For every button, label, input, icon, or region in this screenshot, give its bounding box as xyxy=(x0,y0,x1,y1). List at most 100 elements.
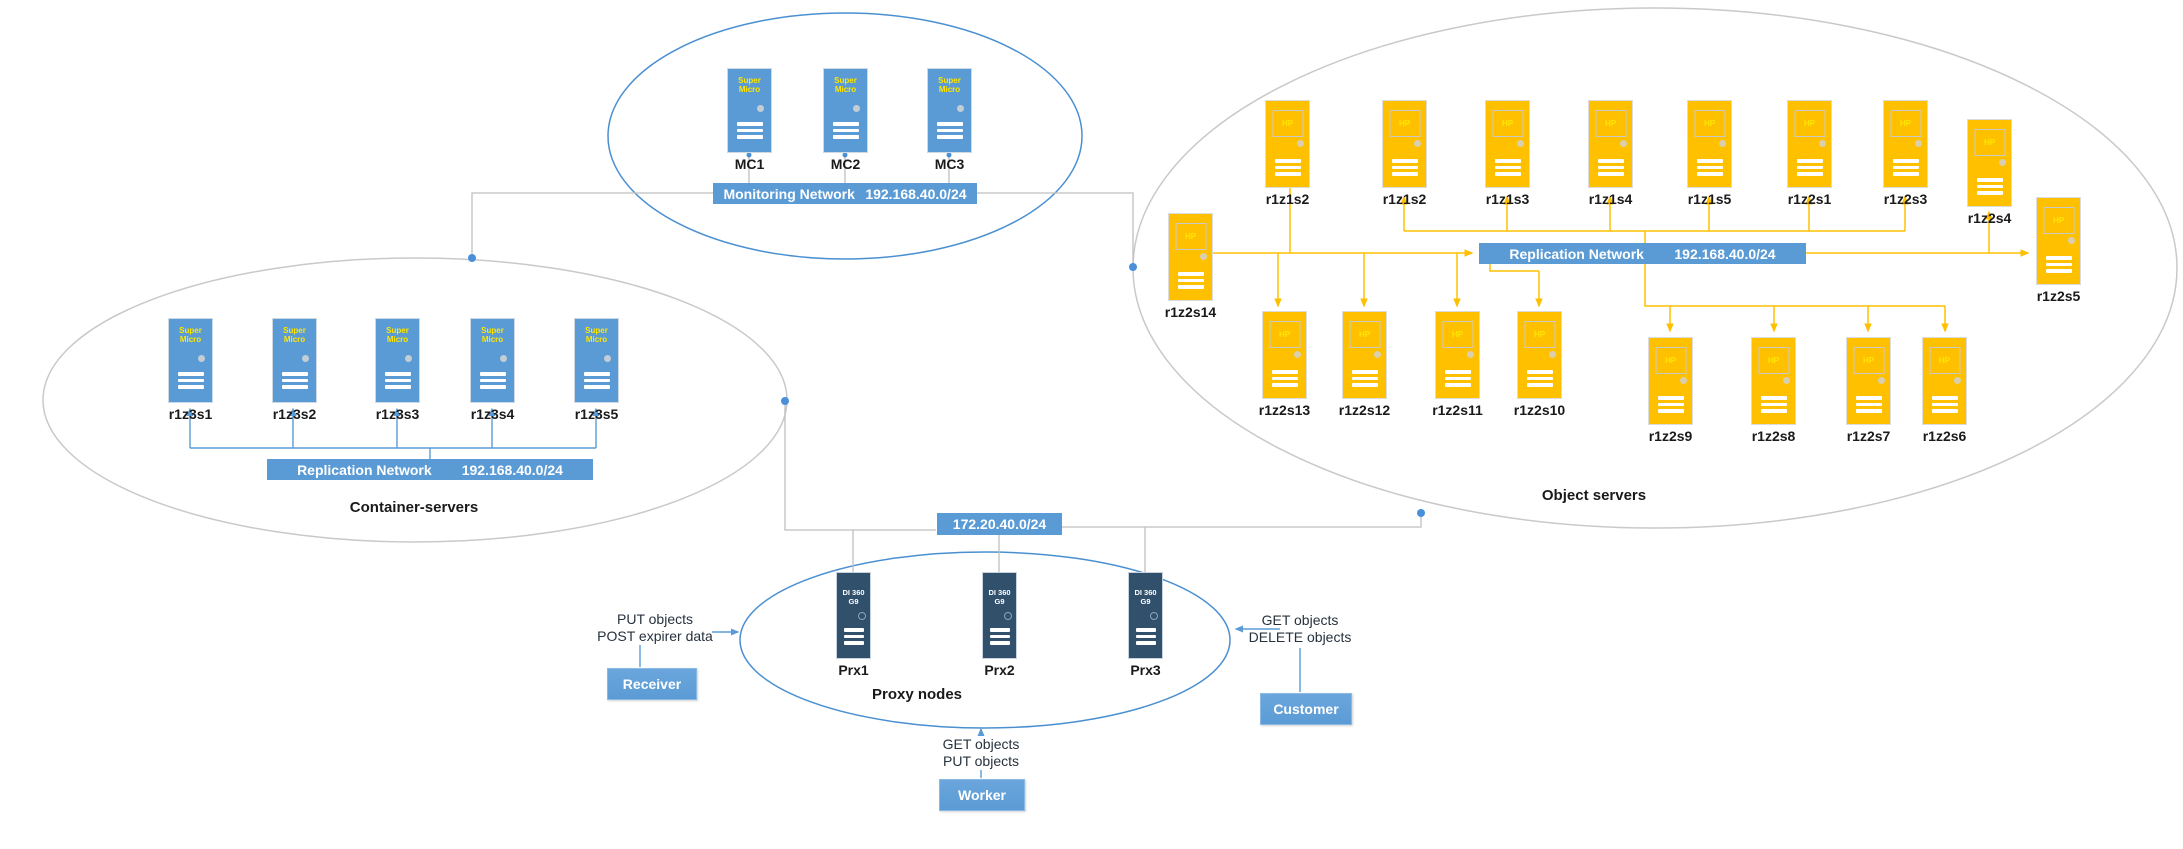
power-led-icon xyxy=(1374,351,1381,358)
monitoring-network-ellipse xyxy=(607,12,1083,260)
drive-bays-icon xyxy=(1796,156,1823,179)
power-led-icon xyxy=(1150,612,1158,620)
hp-brand-text: HP xyxy=(1501,119,1514,128)
server-chassis: HP xyxy=(1846,337,1891,425)
power-led-icon xyxy=(1200,253,1207,260)
power-led-icon xyxy=(1680,377,1687,384)
object-servers-node-r1z1s3: HP r1z1s3 xyxy=(1485,100,1530,207)
receiver-box: Receiver xyxy=(607,668,697,700)
server-label: MC1 xyxy=(734,156,765,172)
server-chassis: HP xyxy=(1262,311,1307,399)
drive-bays-icon xyxy=(1855,393,1882,416)
drive-bays-icon xyxy=(1892,156,1919,179)
power-led-icon xyxy=(1517,140,1524,147)
server-chassis: HP xyxy=(1168,213,1213,301)
server-chassis: HP xyxy=(1485,100,1530,188)
power-led-icon xyxy=(1819,140,1826,147)
object-servers-node-r1z2s14: HP r1z2s14 xyxy=(1165,213,1216,320)
drive-bays-icon xyxy=(1760,393,1787,416)
server-chassis: HP xyxy=(2036,197,2081,285)
server-chassis: HP xyxy=(1342,311,1387,399)
power-led-icon xyxy=(1414,140,1421,147)
object-title: Object servers xyxy=(1541,487,1647,504)
object-servers-node-r1z1s5: HP r1z1s5 xyxy=(1687,100,1732,207)
object-servers-ellipse xyxy=(1132,7,2178,529)
hp-badge-icon: HP xyxy=(1655,347,1686,374)
hp-badge-icon: HP xyxy=(1694,110,1725,137)
server-label: r1z2s14 xyxy=(1164,304,1217,320)
drive-bays-icon xyxy=(583,369,610,392)
power-led-icon xyxy=(198,355,205,362)
hp-brand-text: HP xyxy=(1767,356,1780,365)
power-led-icon xyxy=(1549,351,1556,358)
hp-brand-text: HP xyxy=(1664,356,1677,365)
object-servers-node-r1z2s13: HP r1z2s13 xyxy=(1259,311,1310,418)
actor-arrows xyxy=(639,625,1301,778)
server-label: r1z2s5 xyxy=(2036,288,2081,304)
server-label: Prx2 xyxy=(984,662,1015,678)
power-led-icon xyxy=(853,105,860,112)
object-servers-node-r1z1s2: HP r1z1s2 xyxy=(1265,100,1310,207)
power-led-icon xyxy=(957,105,964,112)
server-label: r1z2s3 xyxy=(1883,191,1928,207)
hp-badge-icon: HP xyxy=(1929,347,1960,374)
hp-brand-text: HP xyxy=(1803,119,1816,128)
server-label: Prx3 xyxy=(1130,662,1161,678)
power-led-icon xyxy=(604,355,611,362)
hp-badge-icon: HP xyxy=(1890,110,1921,137)
power-led-icon xyxy=(1719,140,1726,147)
hp-badge-icon: HP xyxy=(1974,129,2005,156)
gray-connectors xyxy=(471,156,1422,585)
container-title: Container-servers xyxy=(349,499,479,516)
proxy-nodes-ellipse xyxy=(739,551,1231,729)
hp-badge-icon: HP xyxy=(1524,321,1555,348)
drive-bays-icon xyxy=(1271,367,1298,390)
hp-brand-text: HP xyxy=(1899,119,1912,128)
object-servers-node-r1z2s12: HP r1z2s12 xyxy=(1339,311,1390,418)
power-led-icon xyxy=(1878,377,1885,384)
drive-bays-icon xyxy=(1494,156,1521,179)
object-servers-node-r1z2s1: HP r1z2s1 xyxy=(1787,100,1832,207)
object-servers-node-r1z2s7: HP r1z2s7 xyxy=(1846,337,1891,444)
hp-brand-text: HP xyxy=(1358,330,1371,339)
server-chassis: HP xyxy=(1787,100,1832,188)
hp-brand-text: HP xyxy=(1451,330,1464,339)
server-label: r1z2s13 xyxy=(1258,402,1311,418)
power-led-icon xyxy=(1783,377,1790,384)
hp-badge-icon: HP xyxy=(1853,347,1884,374)
object-servers-node-r1z2s8: HP r1z2s8 xyxy=(1751,337,1796,444)
hp-badge-icon: HP xyxy=(1272,110,1303,137)
server-chassis: HP xyxy=(1648,337,1693,425)
hp-badge-icon: HP xyxy=(1389,110,1420,137)
drive-bays-icon xyxy=(1444,367,1471,390)
proxy-title: Proxy nodes xyxy=(871,686,963,703)
server-chassis: HP xyxy=(1588,100,1633,188)
server-label: r1z2s10 xyxy=(1513,402,1566,418)
server-label: r1z2s6 xyxy=(1922,428,1967,444)
object-servers-node-r1z2s10: HP r1z2s10 xyxy=(1514,311,1565,418)
power-led-icon xyxy=(2068,237,2075,244)
server-label: Prx1 xyxy=(838,662,869,678)
server-chassis: HP xyxy=(1967,119,2012,207)
hp-badge-icon: HP xyxy=(1492,110,1523,137)
drive-bays-icon xyxy=(989,625,1010,648)
